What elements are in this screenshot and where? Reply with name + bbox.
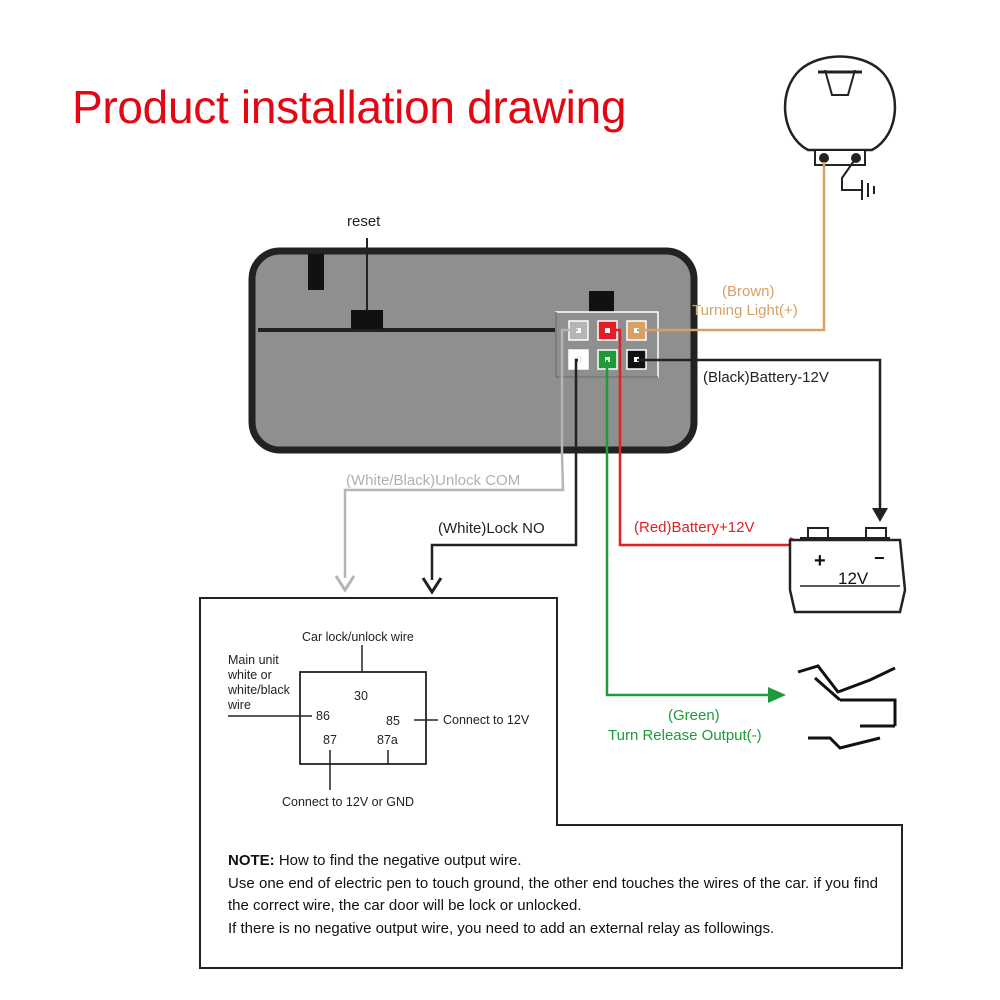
- ground-icon: [841, 157, 875, 200]
- green-wire-color: (Green): [668, 707, 720, 724]
- relay-diagram: [228, 645, 438, 790]
- note-heading: How to find the negative output wire.: [274, 852, 522, 869]
- note-line-1: NOTE: How to find the negative output wi…: [228, 850, 878, 873]
- relay-left-line: white or: [228, 668, 272, 682]
- white-black-wire: [343, 328, 578, 578]
- white-black-wire-label: (White/Black)Unlock COM: [346, 472, 521, 489]
- bulb-icon: [783, 55, 897, 166]
- white-wire: [430, 358, 578, 580]
- note-line-3: If there is no negative output wire, you…: [228, 919, 775, 937]
- reset-label: reset: [347, 213, 381, 230]
- red-wire-label: (Red)Battery+12V: [634, 519, 755, 536]
- note-keyword: NOTE:: [228, 852, 275, 869]
- relay-left-line: Main unit: [228, 653, 279, 667]
- relay-pin-87a: 87a: [377, 733, 398, 747]
- relay-right-label: Connect to 12V: [443, 713, 530, 727]
- page-title: Product installation drawing: [72, 81, 627, 133]
- relay-left-line: wire: [228, 698, 251, 712]
- relay-pin-87: 87: [323, 733, 337, 747]
- brown-wire: [637, 162, 826, 332]
- black-wire-label: (Black)Battery-12V: [703, 369, 829, 386]
- green-wire-label: Turn Release Output(-): [608, 727, 762, 744]
- battery-label: 12V: [838, 569, 869, 588]
- green-wire: [605, 360, 772, 697]
- relay-pin-86: 86: [316, 709, 330, 723]
- relay-bottom-label: Connect to 12V or GND: [282, 795, 415, 809]
- battery-minus: −: [874, 548, 885, 568]
- relay-left-label: Main unit white or white/black wire: [228, 653, 290, 713]
- note-text: NOTE: How to find the negative output wi…: [228, 850, 878, 940]
- battery-plus: +: [814, 550, 826, 572]
- door-lock-icon: [797, 664, 897, 750]
- relay-top-label: Car lock/unlock wire: [302, 630, 414, 644]
- relay-left-line: white/black: [228, 683, 290, 697]
- black-wire: [637, 358, 882, 515]
- note-line-2: Use one end of electric pen to touch gro…: [228, 874, 878, 915]
- white-wire-label: (White)Lock NO: [438, 520, 545, 537]
- red-wire: [610, 328, 795, 547]
- relay-pin-30: 30: [354, 689, 368, 703]
- note-frame: [199, 597, 903, 969]
- brown-wire-label: Turning Light(+): [692, 302, 798, 319]
- relay-pin-85: 85: [386, 714, 400, 728]
- battery-icon: [788, 527, 907, 614]
- brown-wire-color: (Brown): [722, 283, 775, 300]
